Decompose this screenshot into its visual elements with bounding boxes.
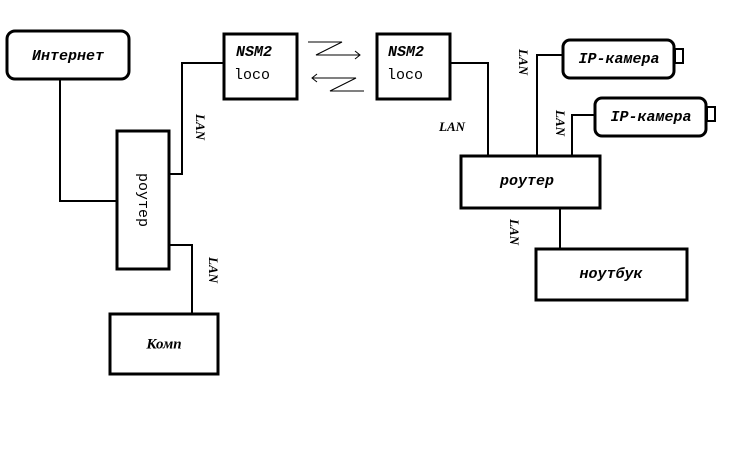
lan-label-laptop: LAN: [507, 218, 522, 246]
wire-router-right-camera-1: [536, 54, 563, 155]
lan-label-camera-2: LAN: [553, 109, 568, 137]
nsm-left-box: [222, 32, 299, 101]
node-nsm-right: NSM2 loco: [375, 32, 452, 101]
internet-box: [5, 29, 131, 81]
wire-router-right-camera-2: [571, 114, 595, 155]
arrowhead-left-icon: [311, 73, 318, 83]
lan-labels: LAN LAN LAN LAN LAN LAN: [193, 48, 568, 284]
laptop-label: ноутбук: [579, 266, 643, 283]
nsm-left-label-line1: NSM2: [236, 44, 272, 61]
router-right-label: роутер: [499, 173, 554, 190]
wireless-arrow-left-icon: [312, 77, 364, 92]
wireless-arrow-right-icon: [308, 41, 360, 56]
camera-1-lens-icon: [674, 48, 684, 64]
comp-box: [108, 312, 220, 376]
node-camera-2: IP-камера: [593, 96, 716, 138]
internet-label: Интернет: [32, 48, 104, 65]
node-comp: Комп: [108, 312, 220, 376]
node-router-left: роутер: [115, 129, 171, 271]
wire-internet-router-left: [59, 79, 116, 202]
wire-router-left-comp: [170, 244, 193, 313]
laptop-box: [534, 247, 689, 302]
wire-router-left-nsm-left: [170, 62, 224, 175]
wireless-link-arrows: [308, 41, 364, 92]
nsm-left-label-line2: loco: [234, 67, 270, 84]
comp-label: Комп: [145, 336, 181, 352]
camera-2-lens-icon: [706, 106, 716, 122]
lan-label-camera-1: LAN: [516, 48, 531, 76]
arrowhead-right-icon: [354, 50, 361, 60]
router-left-label: роутер: [134, 173, 151, 227]
nsm-right-box: [375, 32, 452, 101]
lan-label-router-left-nsm: LAN: [193, 113, 208, 141]
nsm-right-label-line1: NSM2: [388, 44, 424, 61]
node-camera-1: IP-камера: [561, 38, 684, 80]
camera-2-label: IP-камера: [610, 109, 691, 126]
node-internet: Интернет: [5, 29, 131, 81]
node-nsm-left: NSM2 loco: [222, 32, 299, 101]
node-router-right: роутер: [459, 154, 602, 210]
node-laptop: ноутбук: [534, 247, 689, 302]
wire-nsm-right-router-right: [486, 62, 489, 155]
lan-label-router-left-comp: LAN: [206, 256, 221, 284]
lan-label-nsm-right-router: LAN: [438, 119, 466, 134]
camera-1-label: IP-камера: [578, 51, 659, 68]
router-left-box: [115, 129, 171, 271]
router-right-box: [459, 154, 602, 210]
nsm-right-label-line2: loco: [387, 67, 423, 84]
